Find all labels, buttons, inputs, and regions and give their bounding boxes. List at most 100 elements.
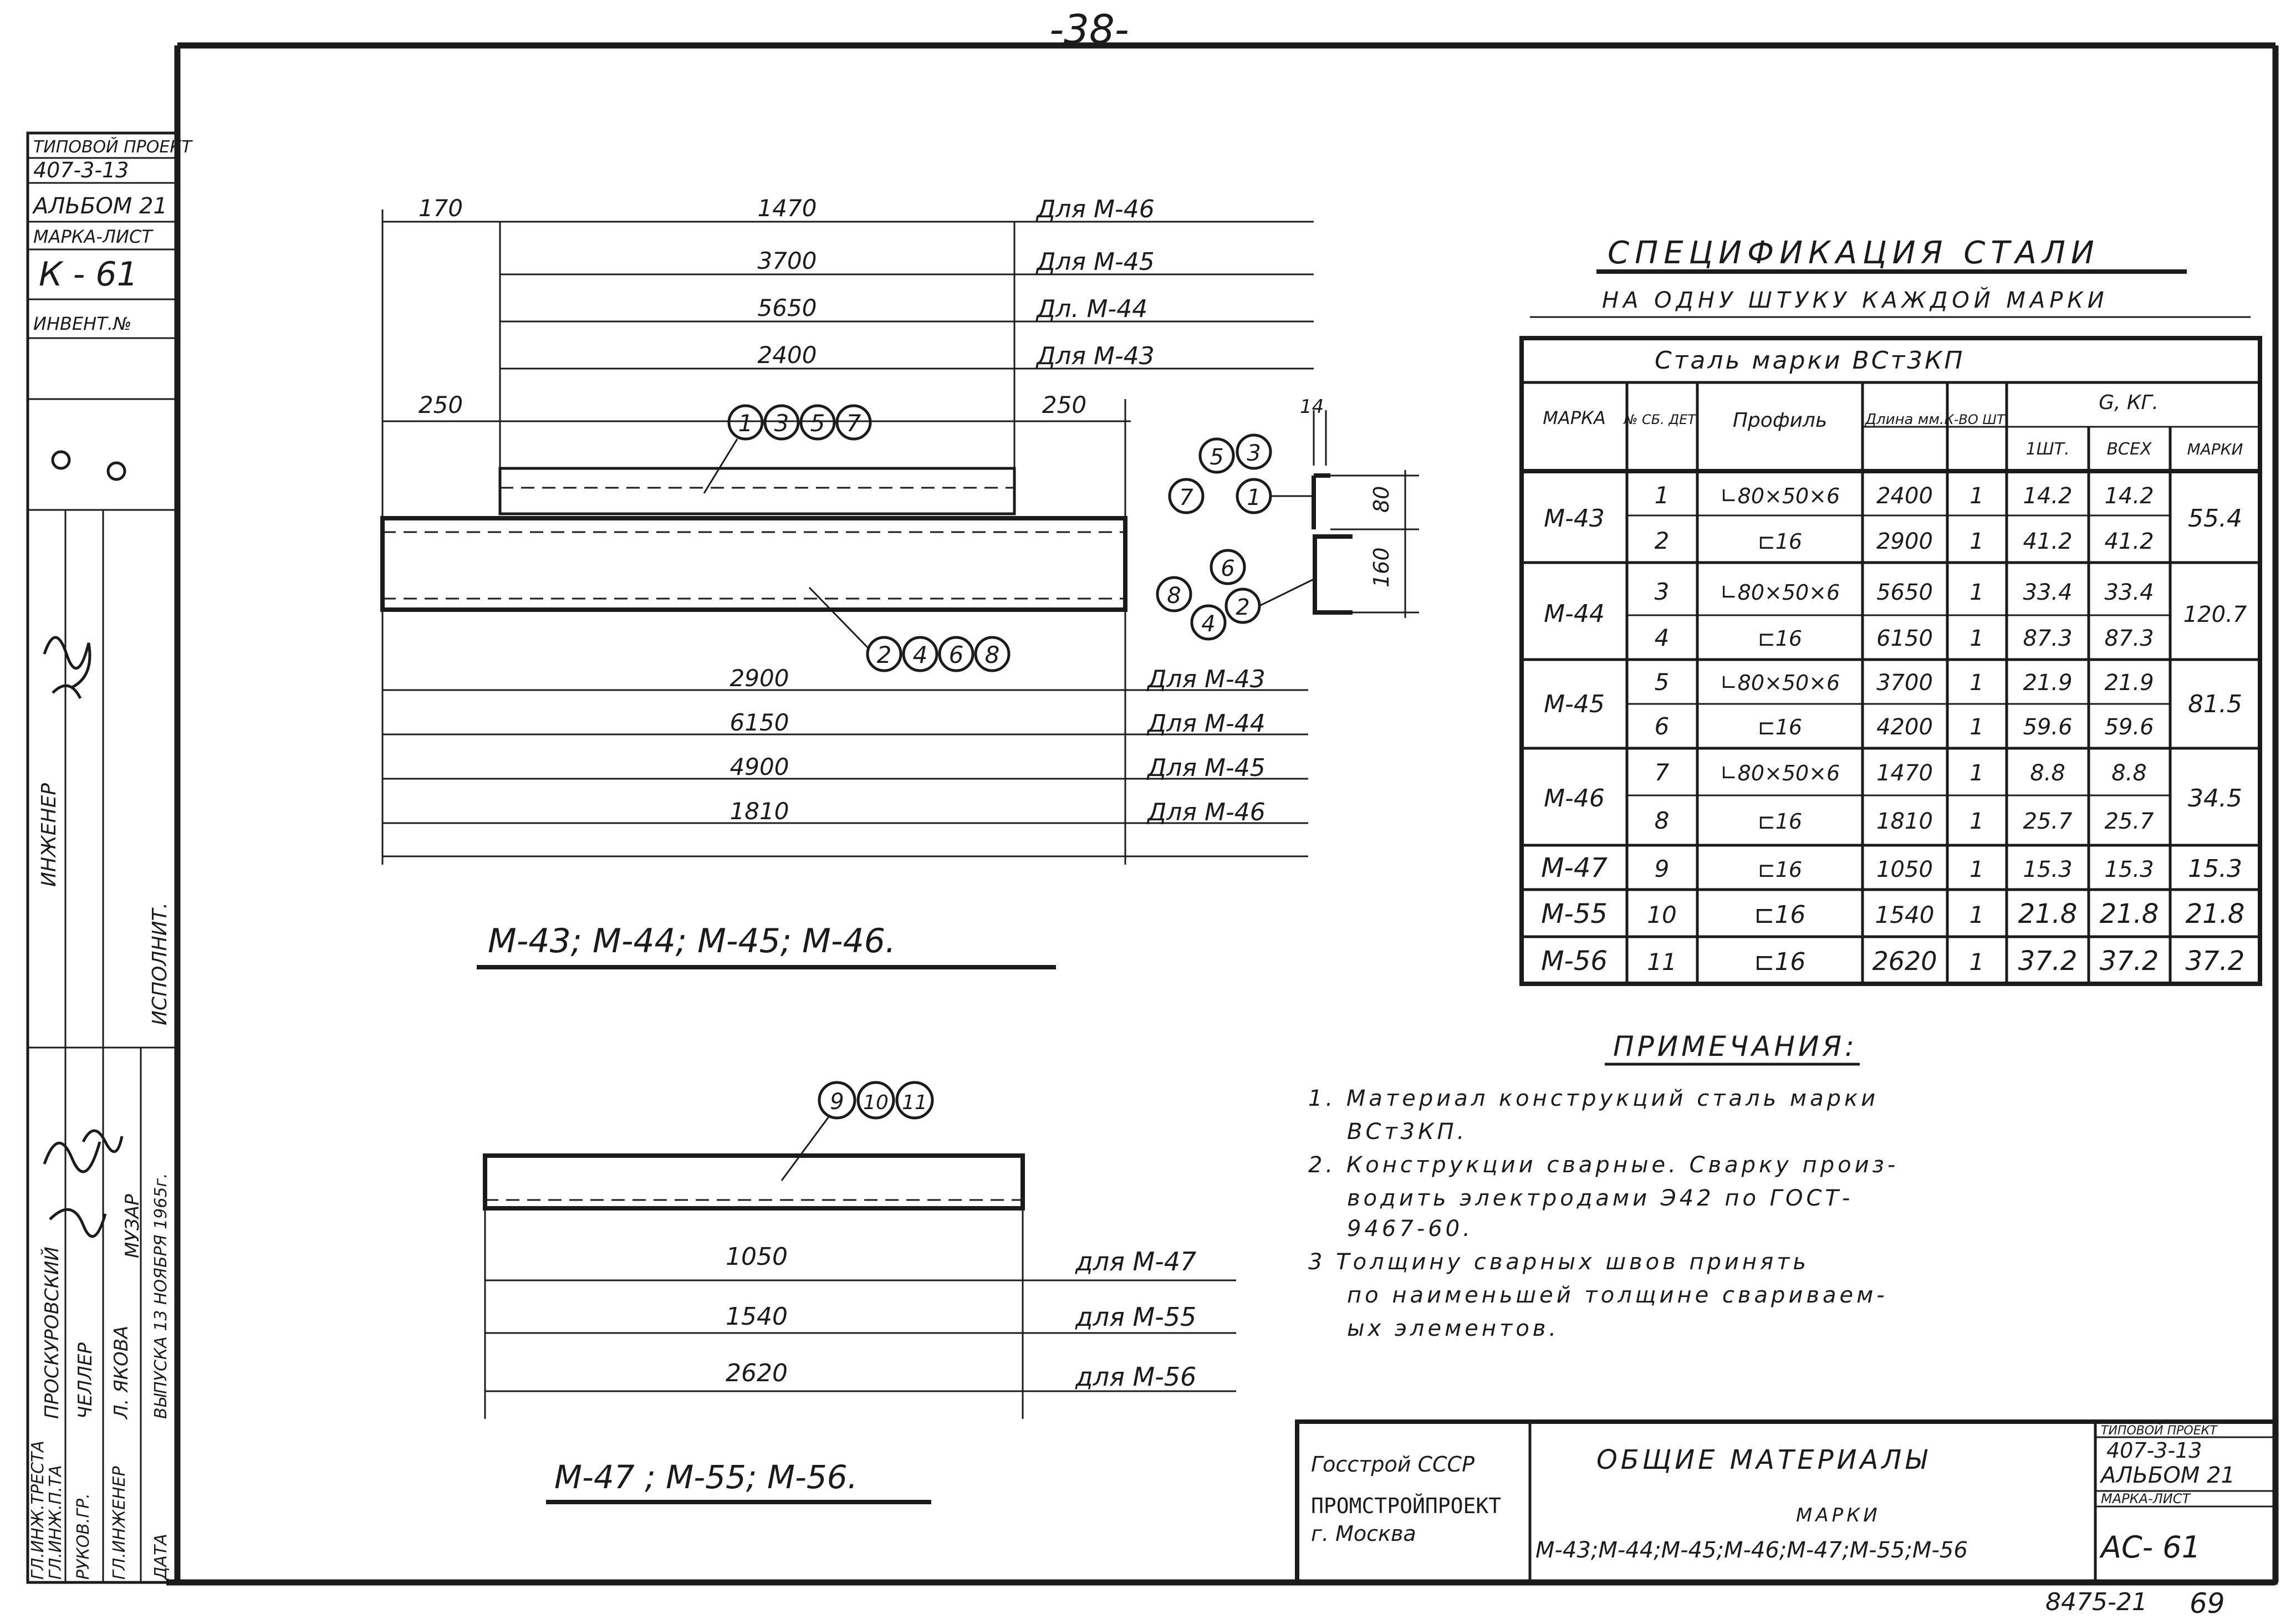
spec-qty: 1	[1970, 483, 1983, 509]
hole-mark	[106, 461, 126, 481]
dim-value: 2900	[730, 665, 789, 692]
spec-wall: 21.9	[2104, 670, 2154, 696]
spec-no: 7	[1655, 759, 1670, 786]
spec-length: 3700	[1876, 670, 1933, 696]
spec-w1: 25.7	[2023, 809, 2073, 834]
callout-number: 10	[863, 1091, 889, 1114]
caption-bottom: М-47 ; М-55; М-56.	[554, 1458, 858, 1496]
header-mark: МАРКА	[1543, 407, 1605, 428]
spec-profile: ∟80×50×6	[1720, 761, 1840, 785]
dim-value: 1540	[726, 1303, 788, 1331]
hole-mark	[51, 450, 71, 470]
spec-length: 2900	[1876, 529, 1933, 554]
callout-number: 7	[1179, 485, 1193, 510]
stamp-col-label: ИНЖЕНЕР	[38, 783, 60, 887]
spec-no: 5	[1655, 668, 1670, 696]
drawing-top: 170 1470 Для М-46 3700 Для М-45 5650 Дл.…	[380, 195, 1419, 969]
spec-qty: 1	[1970, 529, 1983, 554]
spec-length: 6150	[1876, 626, 1933, 651]
stamp-role: ДАТА	[151, 1534, 171, 1581]
spec-profile: ⊏16	[1754, 901, 1806, 929]
spec-table: СПЕЦИФИКАЦИЯ СТАЛИ НА ОДНУ ШТУКУ КАЖДОЙ …	[1519, 235, 2262, 986]
callout-number: 6	[1221, 556, 1234, 581]
spec-profile: ⊏16	[1758, 529, 1802, 554]
dim-label: Для М-46	[1035, 195, 1155, 223]
signature	[43, 636, 91, 699]
dim-value: 1810	[730, 798, 789, 825]
callout-number: 1	[1247, 485, 1261, 510]
spec-wall: 15.3	[2104, 857, 2154, 882]
spec-no: 9	[1655, 855, 1670, 882]
spec-profile: ⊏16	[1754, 948, 1806, 976]
dim-label: Для М-43	[1146, 665, 1266, 693]
dim-value: 1470	[758, 195, 817, 222]
spec-qty: 1	[1970, 901, 1984, 928]
stamp-name: ПРОСКУРОВСКИЙ	[40, 1247, 63, 1419]
org-name: Госстрой СССР	[1311, 1452, 1474, 1477]
spec-wall: 87.3	[2104, 626, 2154, 651]
spec-no: 6	[1655, 713, 1670, 740]
callout-number: 3	[774, 410, 789, 437]
dim-label: Для М-44	[1146, 709, 1266, 738]
note-line: по наименьшей толщине свариваем-	[1347, 1283, 1888, 1308]
dim-label: Для М-45	[1146, 754, 1266, 782]
spec-profile: ∟80×50×6	[1720, 671, 1840, 695]
header-w1: 1ШТ.	[2025, 440, 2069, 459]
notes-title: ПРИМЕЧАНИЯ:	[1613, 1030, 1858, 1063]
callout-number: 11	[902, 1091, 927, 1114]
dim-value: 2400	[758, 341, 817, 369]
spec-mark: М-44	[1544, 600, 1605, 628]
spec-no: 2	[1655, 527, 1670, 554]
spec-mark: М-55	[1541, 898, 1608, 929]
header-length: Длина мм.	[1865, 411, 1945, 428]
spec-wall: 59.6	[2104, 714, 2154, 740]
sheet-marks: М-43;М-44;М-45;М-46;М-47;М-55;М-56	[1535, 1538, 1968, 1563]
sheet-subtitle: МАРКИ	[1796, 1504, 1881, 1526]
callout-number: 8	[1167, 583, 1181, 609]
section-dim: 14	[1300, 396, 1324, 418]
callout-number: 3	[1247, 441, 1261, 466]
dim-label: Для М-43	[1035, 342, 1155, 370]
spec-mark: М-47	[1541, 852, 1608, 883]
spec-wall: 33.4	[2104, 580, 2154, 605]
stamp-row-1: ТИПОВОЙ ПРОЕКТ	[33, 137, 193, 157]
signature	[43, 1141, 107, 1238]
dim-label: Дл. М-44	[1035, 295, 1147, 323]
spec-total: 55.4	[2188, 504, 2242, 533]
spec-w1: 15.3	[2023, 857, 2072, 882]
spec-wall: 21.8	[2100, 898, 2159, 929]
spec-wall: 25.7	[2104, 809, 2154, 834]
org-city: г. Москва	[1311, 1521, 1416, 1546]
callout-number: 9	[830, 1089, 844, 1115]
note-line: ВСт3КП.	[1347, 1119, 1467, 1145]
dim-value: 6150	[730, 709, 789, 736]
spec-total: 37.2	[2186, 946, 2245, 977]
stamp-row-4: МАРКА-ЛИСТ	[33, 226, 154, 247]
callout-number: 4	[1201, 611, 1215, 637]
spec-qty: 1	[1970, 809, 1983, 834]
stamp-row-5: К - 61	[39, 255, 138, 294]
dim-label: Для М-45	[1035, 248, 1155, 276]
note-line: 1. Материал конструкций сталь марки	[1308, 1086, 1879, 1111]
spec-length: 1540	[1875, 901, 1935, 928]
dim-250-left: 250	[419, 391, 463, 418]
spec-qty: 1	[1970, 857, 1983, 882]
stamp-name: МУЗАР	[121, 1194, 144, 1258]
section-dim: 80	[1369, 486, 1394, 513]
callout-bottom: 9 10 11	[780, 1081, 934, 1181]
stamp-role: ГЛ.ИНЖ.ТРЕСТА	[28, 1441, 48, 1580]
spec-length: 5650	[1876, 580, 1933, 605]
angle-member	[498, 467, 1016, 515]
stamp-row-3: АЛЬБОМ 21	[32, 193, 167, 219]
spec-mark: М-43	[1544, 504, 1605, 533]
drawing-bottom: 9 10 11 1050 для М-47 1540 для М-55 2620…	[483, 1081, 1236, 1504]
dim-value: 2620	[726, 1359, 788, 1387]
stamp-role: ГЛ.ИНЖЕНЕР	[110, 1465, 129, 1580]
spec-total: 21.8	[2186, 898, 2245, 929]
spec-length: 1810	[1876, 809, 1933, 834]
left-stamp: ТИПОВОЙ ПРОЕКТ 407-3-13 АЛЬБОМ 21 МАРКА-…	[26, 131, 193, 1584]
spec-w1: 21.9	[2023, 670, 2072, 696]
spec-length: 2620	[1872, 946, 1937, 976]
dim-label: Для М-46	[1146, 798, 1266, 826]
